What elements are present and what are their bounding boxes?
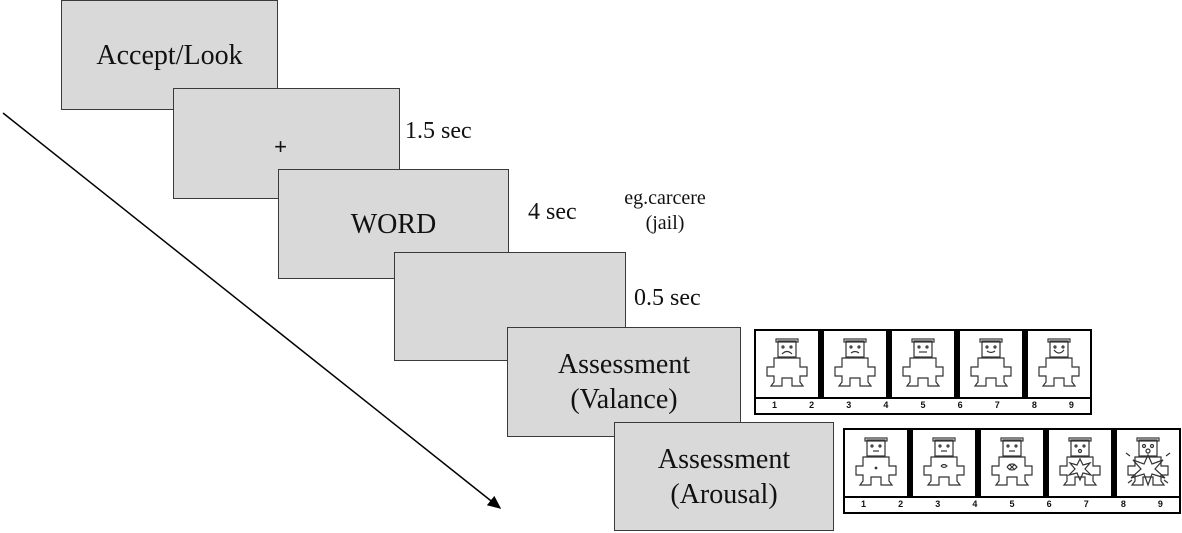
sam-medium-arousal-icon xyxy=(991,437,1033,486)
valence-title: Assessment xyxy=(557,349,691,380)
arousal-sam-scale: 1 2 3 4 5 6 7 8 9 xyxy=(843,428,1181,514)
arousal-num: 7 xyxy=(1083,499,1089,509)
sam-unhappy-icon xyxy=(834,338,876,387)
valence-num: 7 xyxy=(994,400,1000,410)
screen-arousal-assessment: Assessment (Arousal) xyxy=(614,422,834,531)
sam-happy-icon xyxy=(970,338,1012,387)
valence-num: 9 xyxy=(1068,400,1074,410)
fixation-cross: + xyxy=(274,133,287,159)
sam-very-unhappy-icon xyxy=(766,338,808,387)
screen-word: WORD xyxy=(278,169,509,279)
valence-num: 5 xyxy=(920,400,926,410)
sam-very-excited-icon xyxy=(1125,437,1171,487)
arousal-figure-3 xyxy=(981,430,1049,496)
valence-num: 2 xyxy=(809,400,815,410)
arousal-title: Assessment xyxy=(657,443,791,475)
sam-very-happy-icon xyxy=(1038,338,1080,387)
sam-low-arousal-icon xyxy=(923,437,965,486)
arousal-num: 3 xyxy=(935,499,941,509)
valence-num: 8 xyxy=(1031,400,1037,410)
example-word: eg.carcere (jail) xyxy=(606,186,724,236)
duration-word: 4 sec xyxy=(528,199,577,225)
arousal-figure-4 xyxy=(1049,430,1117,496)
arousal-num: 1 xyxy=(861,499,867,509)
arousal-subtitle: (Arousal) xyxy=(670,478,778,510)
screen-accept-look-text: Accept/Look xyxy=(96,39,243,71)
screen-word-text: WORD xyxy=(350,208,437,240)
example-italian: eg.carcere xyxy=(624,187,706,209)
valence-figure-3 xyxy=(892,331,960,397)
valence-figure-4 xyxy=(960,331,1028,397)
arousal-num: 8 xyxy=(1120,499,1126,509)
arousal-figure-5 xyxy=(1117,430,1179,496)
sam-neutral-icon xyxy=(902,338,944,387)
example-translation: (jail) xyxy=(645,212,685,234)
valence-num: 3 xyxy=(846,400,852,410)
valence-figure-1 xyxy=(756,331,824,397)
valence-num: 1 xyxy=(772,400,778,410)
valence-figure-2 xyxy=(824,331,892,397)
duration-fixation: 1.5 sec xyxy=(405,118,472,144)
arousal-num: 2 xyxy=(898,499,904,509)
sam-calm-icon xyxy=(855,437,897,486)
valence-num: 4 xyxy=(883,400,889,410)
valence-scale-numbers: 1 2 3 4 5 6 7 8 9 xyxy=(756,397,1090,413)
arousal-num: 5 xyxy=(1009,499,1015,509)
arousal-figure-1 xyxy=(845,430,913,496)
sam-high-arousal-icon xyxy=(1059,437,1101,486)
arousal-num: 9 xyxy=(1157,499,1163,509)
screen-valence-assessment: Assessment (Valance) xyxy=(507,327,741,437)
arousal-scale-numbers: 1 2 3 4 5 6 7 8 9 xyxy=(845,496,1179,512)
arousal-figure-2 xyxy=(913,430,981,496)
valence-subtitle: (Valance) xyxy=(570,384,678,415)
arousal-num: 4 xyxy=(972,499,978,509)
arousal-num: 6 xyxy=(1046,499,1052,509)
valence-figure-5 xyxy=(1028,331,1090,397)
valence-sam-scale: 1 2 3 4 5 6 7 8 9 xyxy=(754,329,1092,415)
duration-blank: 0.5 sec xyxy=(634,285,701,311)
valence-num: 6 xyxy=(957,400,963,410)
